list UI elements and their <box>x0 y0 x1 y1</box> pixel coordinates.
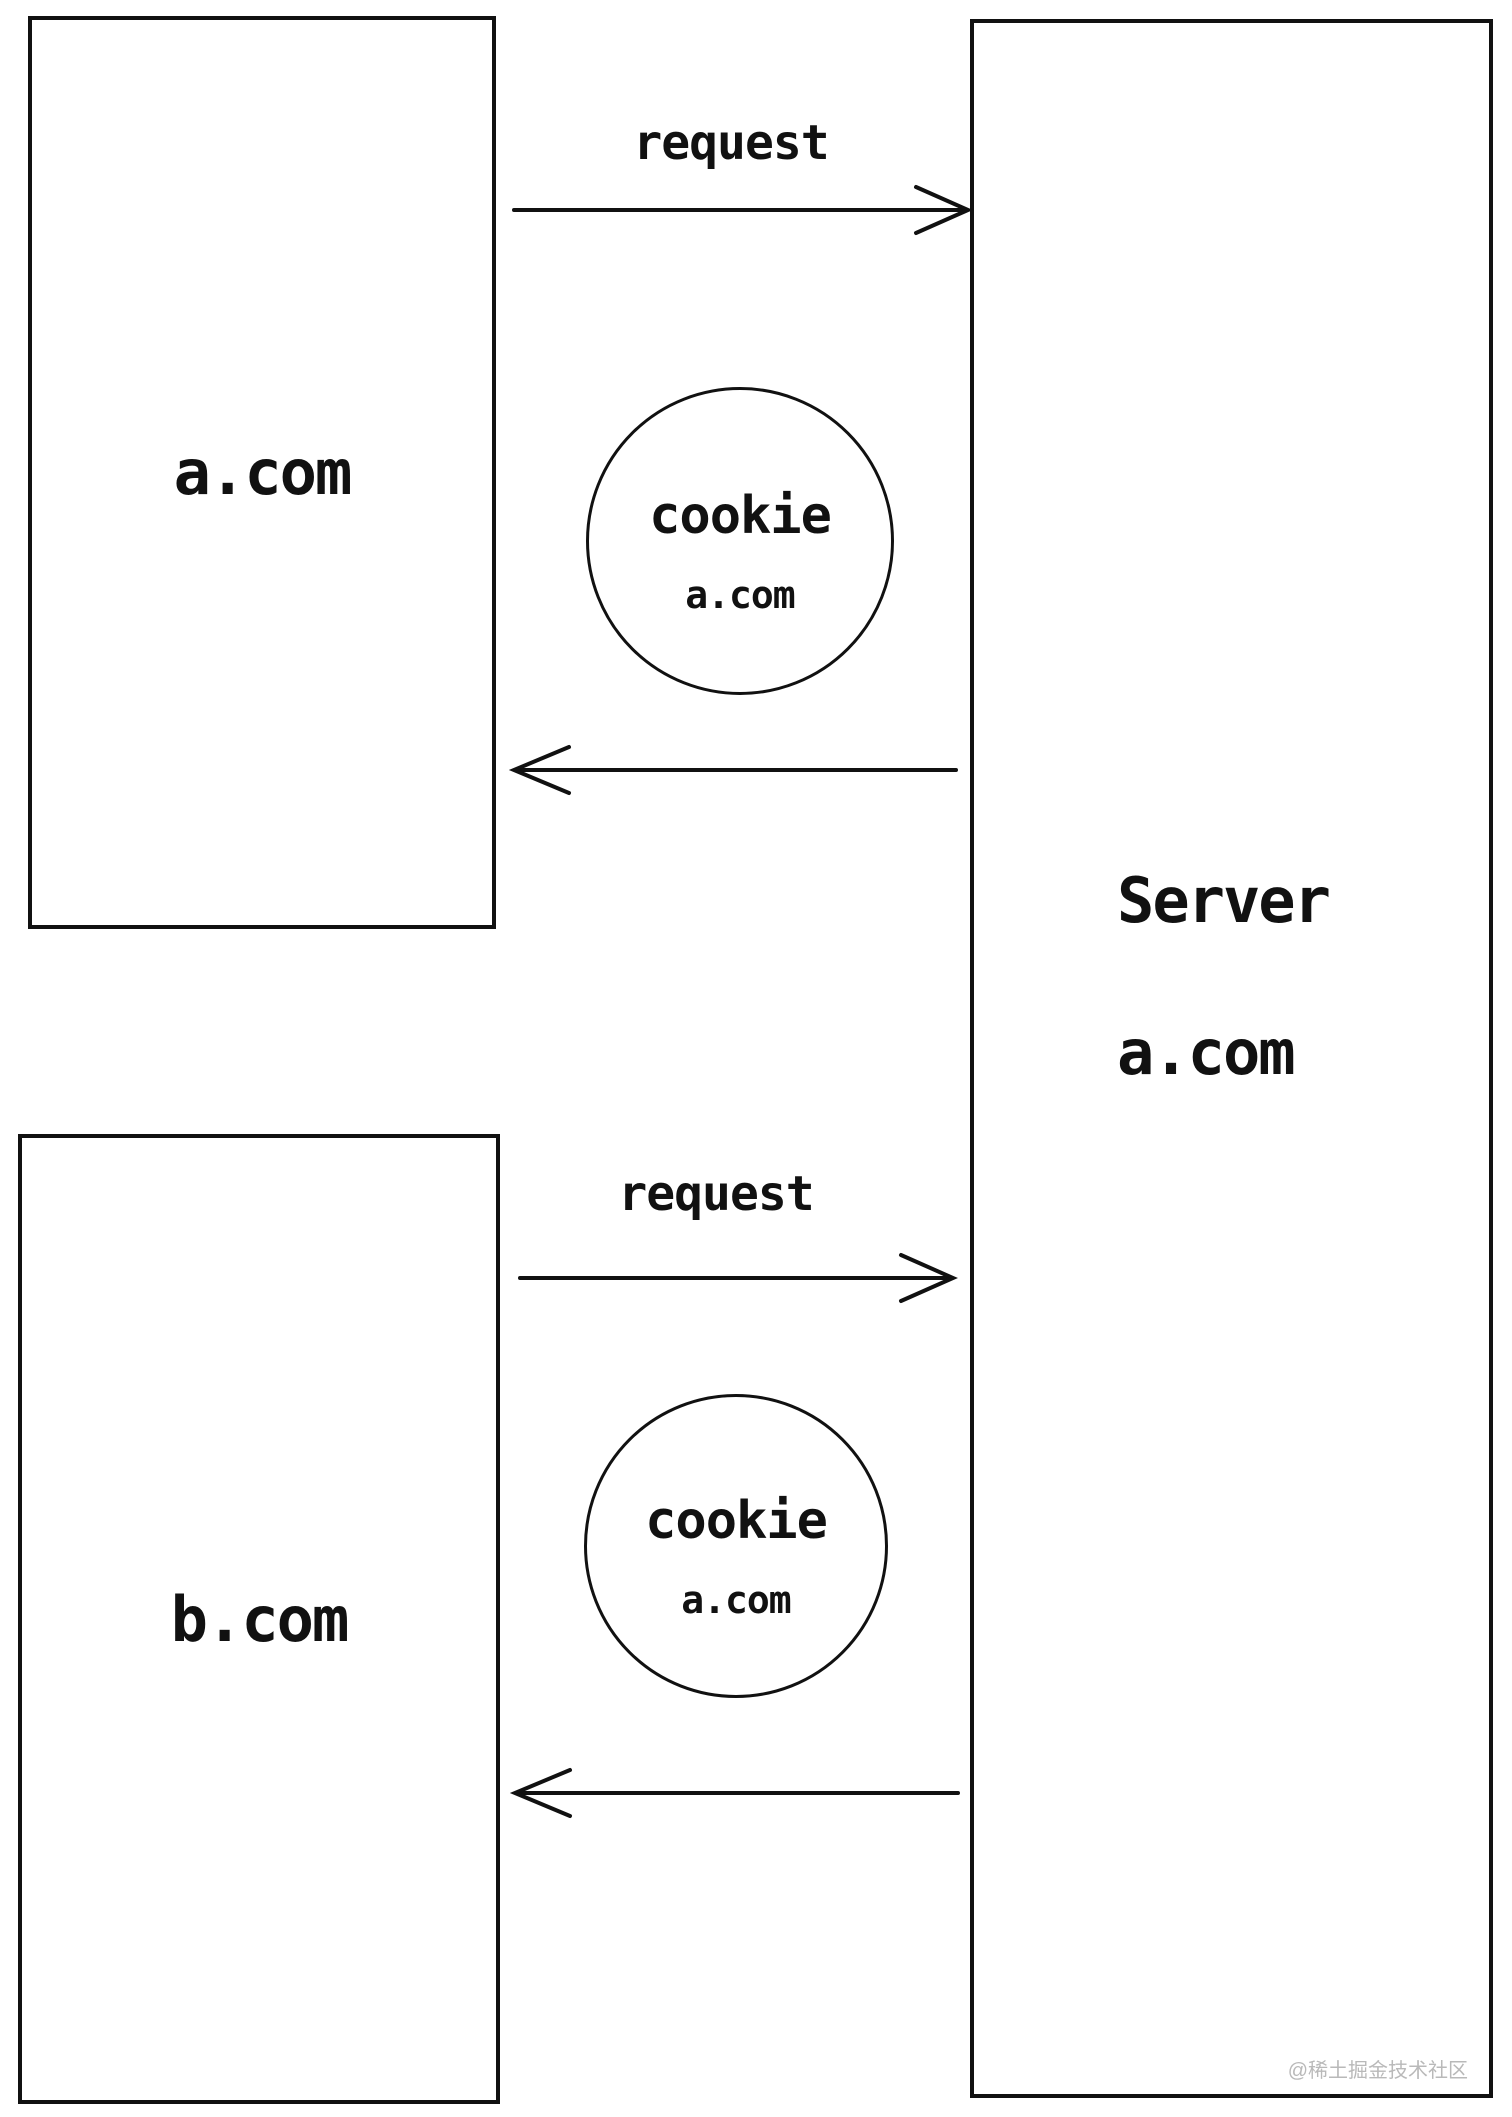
request-label-top: request <box>633 115 829 171</box>
cookie-title-bottom: cookie <box>645 1490 828 1551</box>
client-a-label: a.com <box>173 436 353 509</box>
cookie-circle-bottom: cookie a.com <box>584 1394 888 1698</box>
response-arrow-bottom <box>509 1768 960 1818</box>
cookie-circle-top: cookie a.com <box>586 387 894 695</box>
watermark: @稀土掘金技术社区 <box>1287 2060 1468 2082</box>
client-b-label: b.com <box>170 1582 350 1656</box>
cookie-domain-top: a.com <box>685 572 795 617</box>
server-box <box>970 19 1493 2098</box>
server-title: Server <box>1117 864 1331 937</box>
request-arrow-bottom <box>518 1253 958 1303</box>
cookie-stack-top: cookie a.com <box>649 485 832 617</box>
response-arrow-top <box>508 745 958 795</box>
server-domain: a.com <box>1117 1016 1296 1089</box>
client-box-b-com: b.com <box>18 1134 500 2104</box>
cookie-domain-bottom: a.com <box>681 1577 791 1622</box>
request-label-bottom: request <box>618 1166 814 1222</box>
client-box-a-com: a.com <box>28 16 496 929</box>
request-arrow-top <box>512 185 973 235</box>
cookie-stack-bottom: cookie a.com <box>645 1490 828 1622</box>
cookie-title-top: cookie <box>649 485 832 546</box>
